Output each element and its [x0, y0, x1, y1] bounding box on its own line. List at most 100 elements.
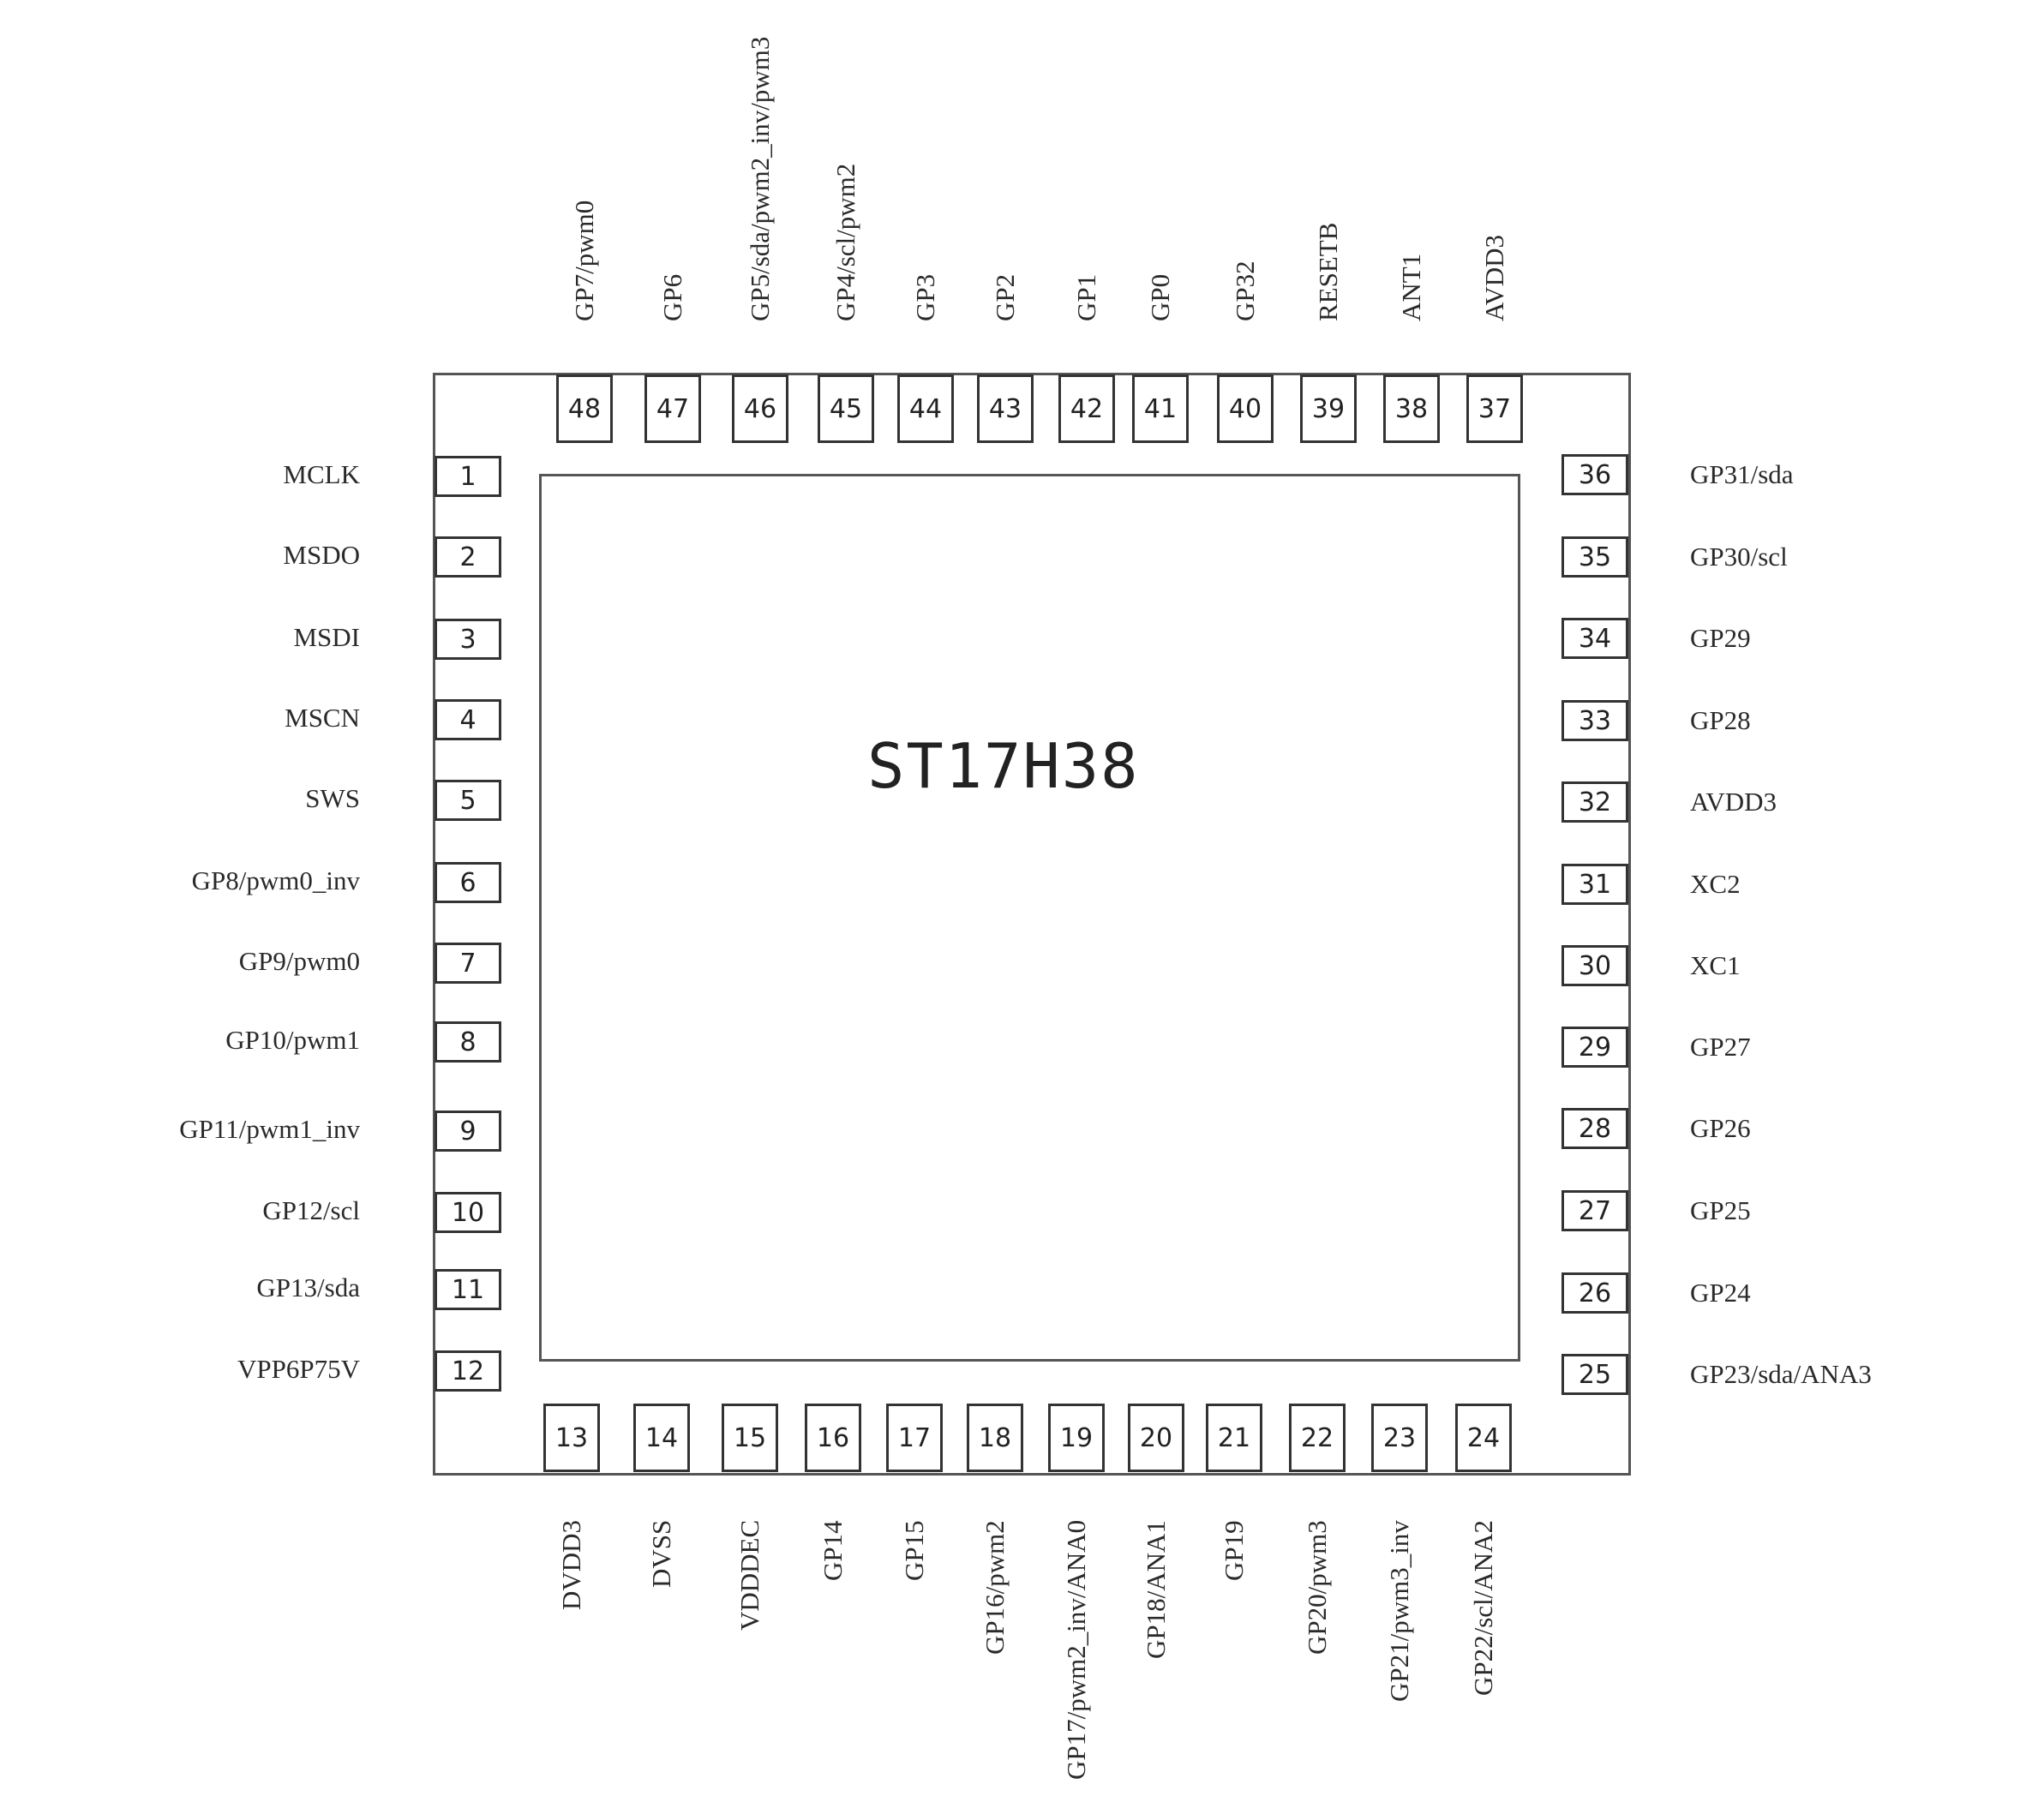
pin-36-label: GP31/sda	[1690, 459, 1794, 489]
pin-31-label: XC2	[1690, 869, 1741, 899]
pin-37-pad: 37	[1466, 374, 1523, 443]
package-outline	[433, 373, 1631, 1476]
pin-9-pad: 9	[435, 1111, 501, 1152]
pin-19-pad: 19	[1048, 1404, 1105, 1472]
pin-34-label: GP29	[1690, 623, 1751, 653]
pin-13-label: DVDD3	[556, 1520, 586, 1611]
pin-34-pad: 34	[1561, 618, 1628, 659]
pin-46-pad: 46	[732, 374, 788, 443]
pin-23-pad: 23	[1371, 1404, 1428, 1472]
pin-38-label: ANT1	[1396, 253, 1426, 321]
pin-41-label: GP0	[1145, 273, 1175, 321]
pin-29-label: GP27	[1690, 1032, 1751, 1062]
pin-7-label: GP9/pwm0	[238, 946, 360, 976]
pin-12-pad: 12	[435, 1350, 501, 1392]
pin-8-label: GP10/pwm1	[225, 1025, 360, 1055]
pin-19-label: GP17/pwm2_inv/ANA0	[1061, 1520, 1091, 1781]
pin-30-pad: 30	[1561, 945, 1628, 986]
chip-title: ST17H38	[867, 730, 1140, 802]
pin-21-pad: 21	[1206, 1404, 1262, 1472]
pin-6-label: GP8/pwm0_inv	[191, 865, 360, 895]
pin-47-pad: 47	[644, 374, 701, 443]
pin-1-label: MCLK	[283, 459, 360, 489]
pin-14-pad: 14	[633, 1404, 690, 1472]
pin-17-label: GP15	[899, 1520, 929, 1581]
pin-5-pad: 5	[435, 780, 501, 821]
pin-25-label: GP23/sda/ANA3	[1690, 1359, 1872, 1389]
pin-5-label: SWS	[305, 783, 360, 813]
pin-28-pad: 28	[1561, 1108, 1628, 1149]
pin-17-pad: 17	[886, 1404, 943, 1472]
pin-32-label: AVDD3	[1690, 787, 1777, 817]
pin-44-pad: 44	[897, 374, 954, 443]
pin-32-pad: 32	[1561, 781, 1628, 823]
pin-12-label: VPP6P75V	[237, 1354, 360, 1384]
pin-24-pad: 24	[1455, 1404, 1512, 1472]
pin-39-label: RESETB	[1313, 222, 1343, 321]
pin-46-label: GP5/sda/pwm2_inv/pwm3	[745, 36, 775, 321]
pin-3-label: MSDI	[293, 622, 360, 652]
pin-33-pad: 33	[1561, 700, 1628, 741]
pin-41-pad: 41	[1132, 374, 1189, 443]
pin-23-label: GP21/pwm3_inv	[1384, 1520, 1414, 1702]
pin-37-label: AVDD3	[1479, 234, 1509, 321]
pin-6-pad: 6	[435, 862, 501, 903]
pin-48-label: GP7/pwm0	[569, 200, 599, 321]
pin-18-pad: 18	[967, 1404, 1023, 1472]
pin-7-pad: 7	[435, 943, 501, 984]
pin-10-label: GP12/scl	[262, 1195, 360, 1225]
pin-36-pad: 36	[1561, 454, 1628, 495]
pin-1-pad: 1	[435, 456, 501, 497]
pin-25-pad: 25	[1561, 1354, 1628, 1395]
pin-43-pad: 43	[977, 374, 1034, 443]
pin-26-label: GP24	[1690, 1278, 1751, 1308]
pin-47-label: GP6	[657, 273, 687, 321]
pin-48-pad: 48	[556, 374, 613, 443]
pin-15-pad: 15	[722, 1404, 778, 1472]
pin-22-label: GP20/pwm3	[1302, 1520, 1332, 1655]
pin-39-pad: 39	[1300, 374, 1357, 443]
pin-31-pad: 31	[1561, 864, 1628, 905]
pin-29-pad: 29	[1561, 1027, 1628, 1068]
pin-15-label: VDDDEC	[734, 1520, 764, 1631]
pin-42-label: GP1	[1071, 273, 1101, 321]
pin-27-pad: 27	[1561, 1190, 1628, 1231]
pin-18-label: GP16/pwm2	[980, 1520, 1010, 1655]
pin-16-label: GP14	[818, 1520, 848, 1581]
pin-4-label: MSCN	[285, 703, 360, 733]
pin-16-pad: 16	[805, 1404, 861, 1472]
pin-30-label: XC1	[1690, 950, 1741, 980]
pin-45-pad: 45	[818, 374, 874, 443]
pin-4-pad: 4	[435, 699, 501, 740]
pin-3-pad: 3	[435, 619, 501, 660]
pin-11-pad: 11	[435, 1269, 501, 1310]
pin-38-pad: 38	[1383, 374, 1440, 443]
pin-9-label: GP11/pwm1_inv	[179, 1114, 360, 1144]
pin-35-label: GP30/scl	[1690, 542, 1788, 572]
pin-13-pad: 13	[543, 1404, 600, 1472]
die-outline	[539, 474, 1520, 1362]
pin-11-label: GP13/sda	[256, 1272, 360, 1302]
pin-2-pad: 2	[435, 536, 501, 578]
pin-26-pad: 26	[1561, 1272, 1628, 1314]
pin-42-pad: 42	[1058, 374, 1115, 443]
pin-21-label: GP19	[1219, 1520, 1249, 1581]
pin-43-label: GP2	[990, 273, 1020, 321]
pin-44-label: GP3	[910, 273, 940, 321]
pin-20-label: GP18/ANA1	[1141, 1520, 1171, 1659]
pin-27-label: GP25	[1690, 1195, 1751, 1225]
pin-40-label: GP32	[1230, 260, 1260, 321]
pin-2-label: MSDO	[283, 540, 360, 570]
pin-33-label: GP28	[1690, 705, 1751, 735]
pin-8-pad: 8	[435, 1021, 501, 1063]
pin-22-pad: 22	[1289, 1404, 1346, 1472]
pin-28-label: GP26	[1690, 1113, 1751, 1143]
pin-14-label: DVSS	[646, 1520, 676, 1589]
pin-10-pad: 10	[435, 1192, 501, 1233]
pin-24-label: GP22/scl/ANA2	[1468, 1520, 1498, 1696]
pin-35-pad: 35	[1561, 536, 1628, 578]
pin-40-pad: 40	[1217, 374, 1274, 443]
pin-20-pad: 20	[1128, 1404, 1184, 1472]
pin-45-label: GP4/scl/pwm2	[830, 163, 860, 321]
